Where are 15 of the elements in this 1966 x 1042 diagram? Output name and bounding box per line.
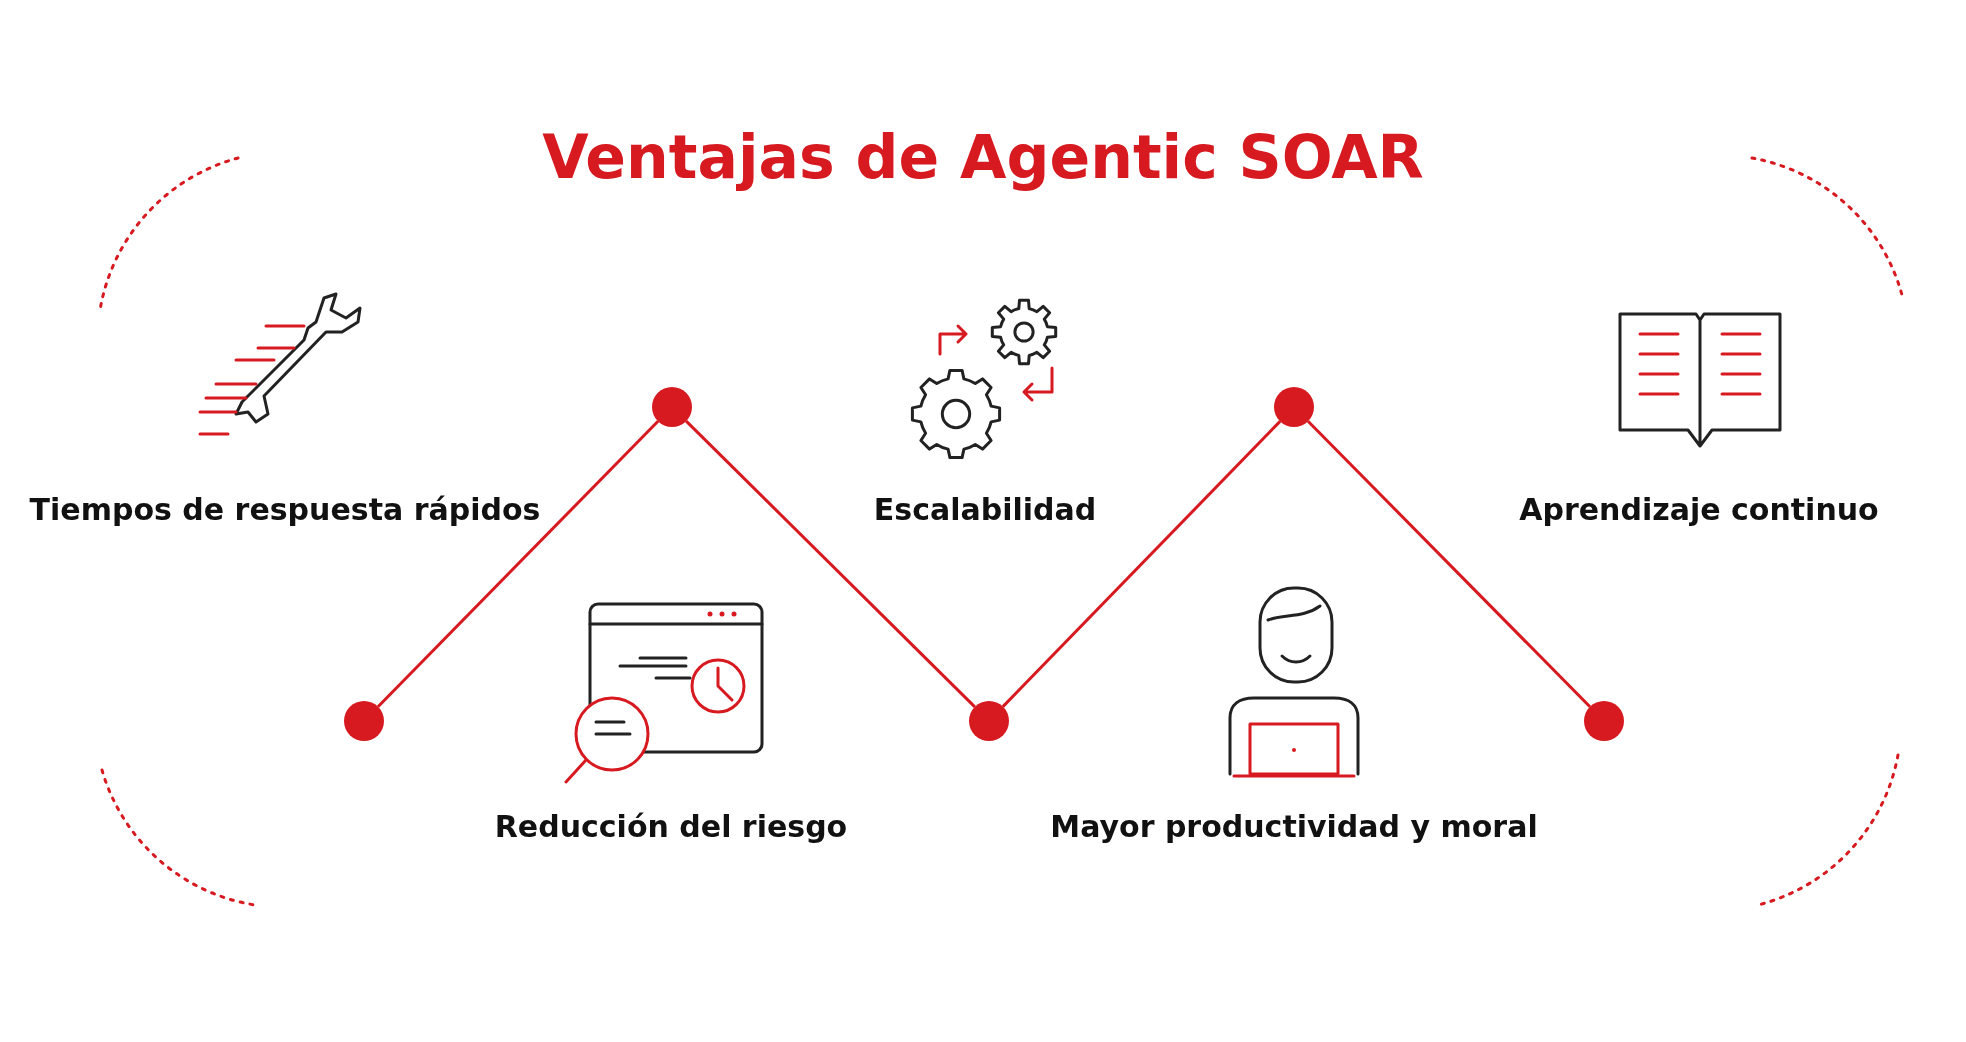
timeline-dot — [1274, 387, 1314, 427]
connector-line — [1001, 420, 1282, 708]
benefit-label: Mayor productividad y moral — [1050, 808, 1538, 844]
timeline-dot — [344, 701, 384, 741]
benefit-label: Tiempos de respuesta rápidos — [29, 491, 541, 527]
timeline-dot — [1584, 701, 1624, 741]
connector-line — [376, 420, 660, 708]
benefit-label: Reducción del riesgo — [494, 808, 848, 844]
timeline-dot — [652, 387, 692, 427]
timeline-dot — [969, 701, 1009, 741]
title: Ventajas de Agentic SOAR — [542, 122, 1424, 192]
connector-line — [1307, 420, 1591, 708]
connector-line — [685, 420, 976, 708]
benefit-label: Aprendizaje continuo — [1519, 491, 1879, 527]
benefit-label: Escalabilidad — [873, 491, 1097, 527]
